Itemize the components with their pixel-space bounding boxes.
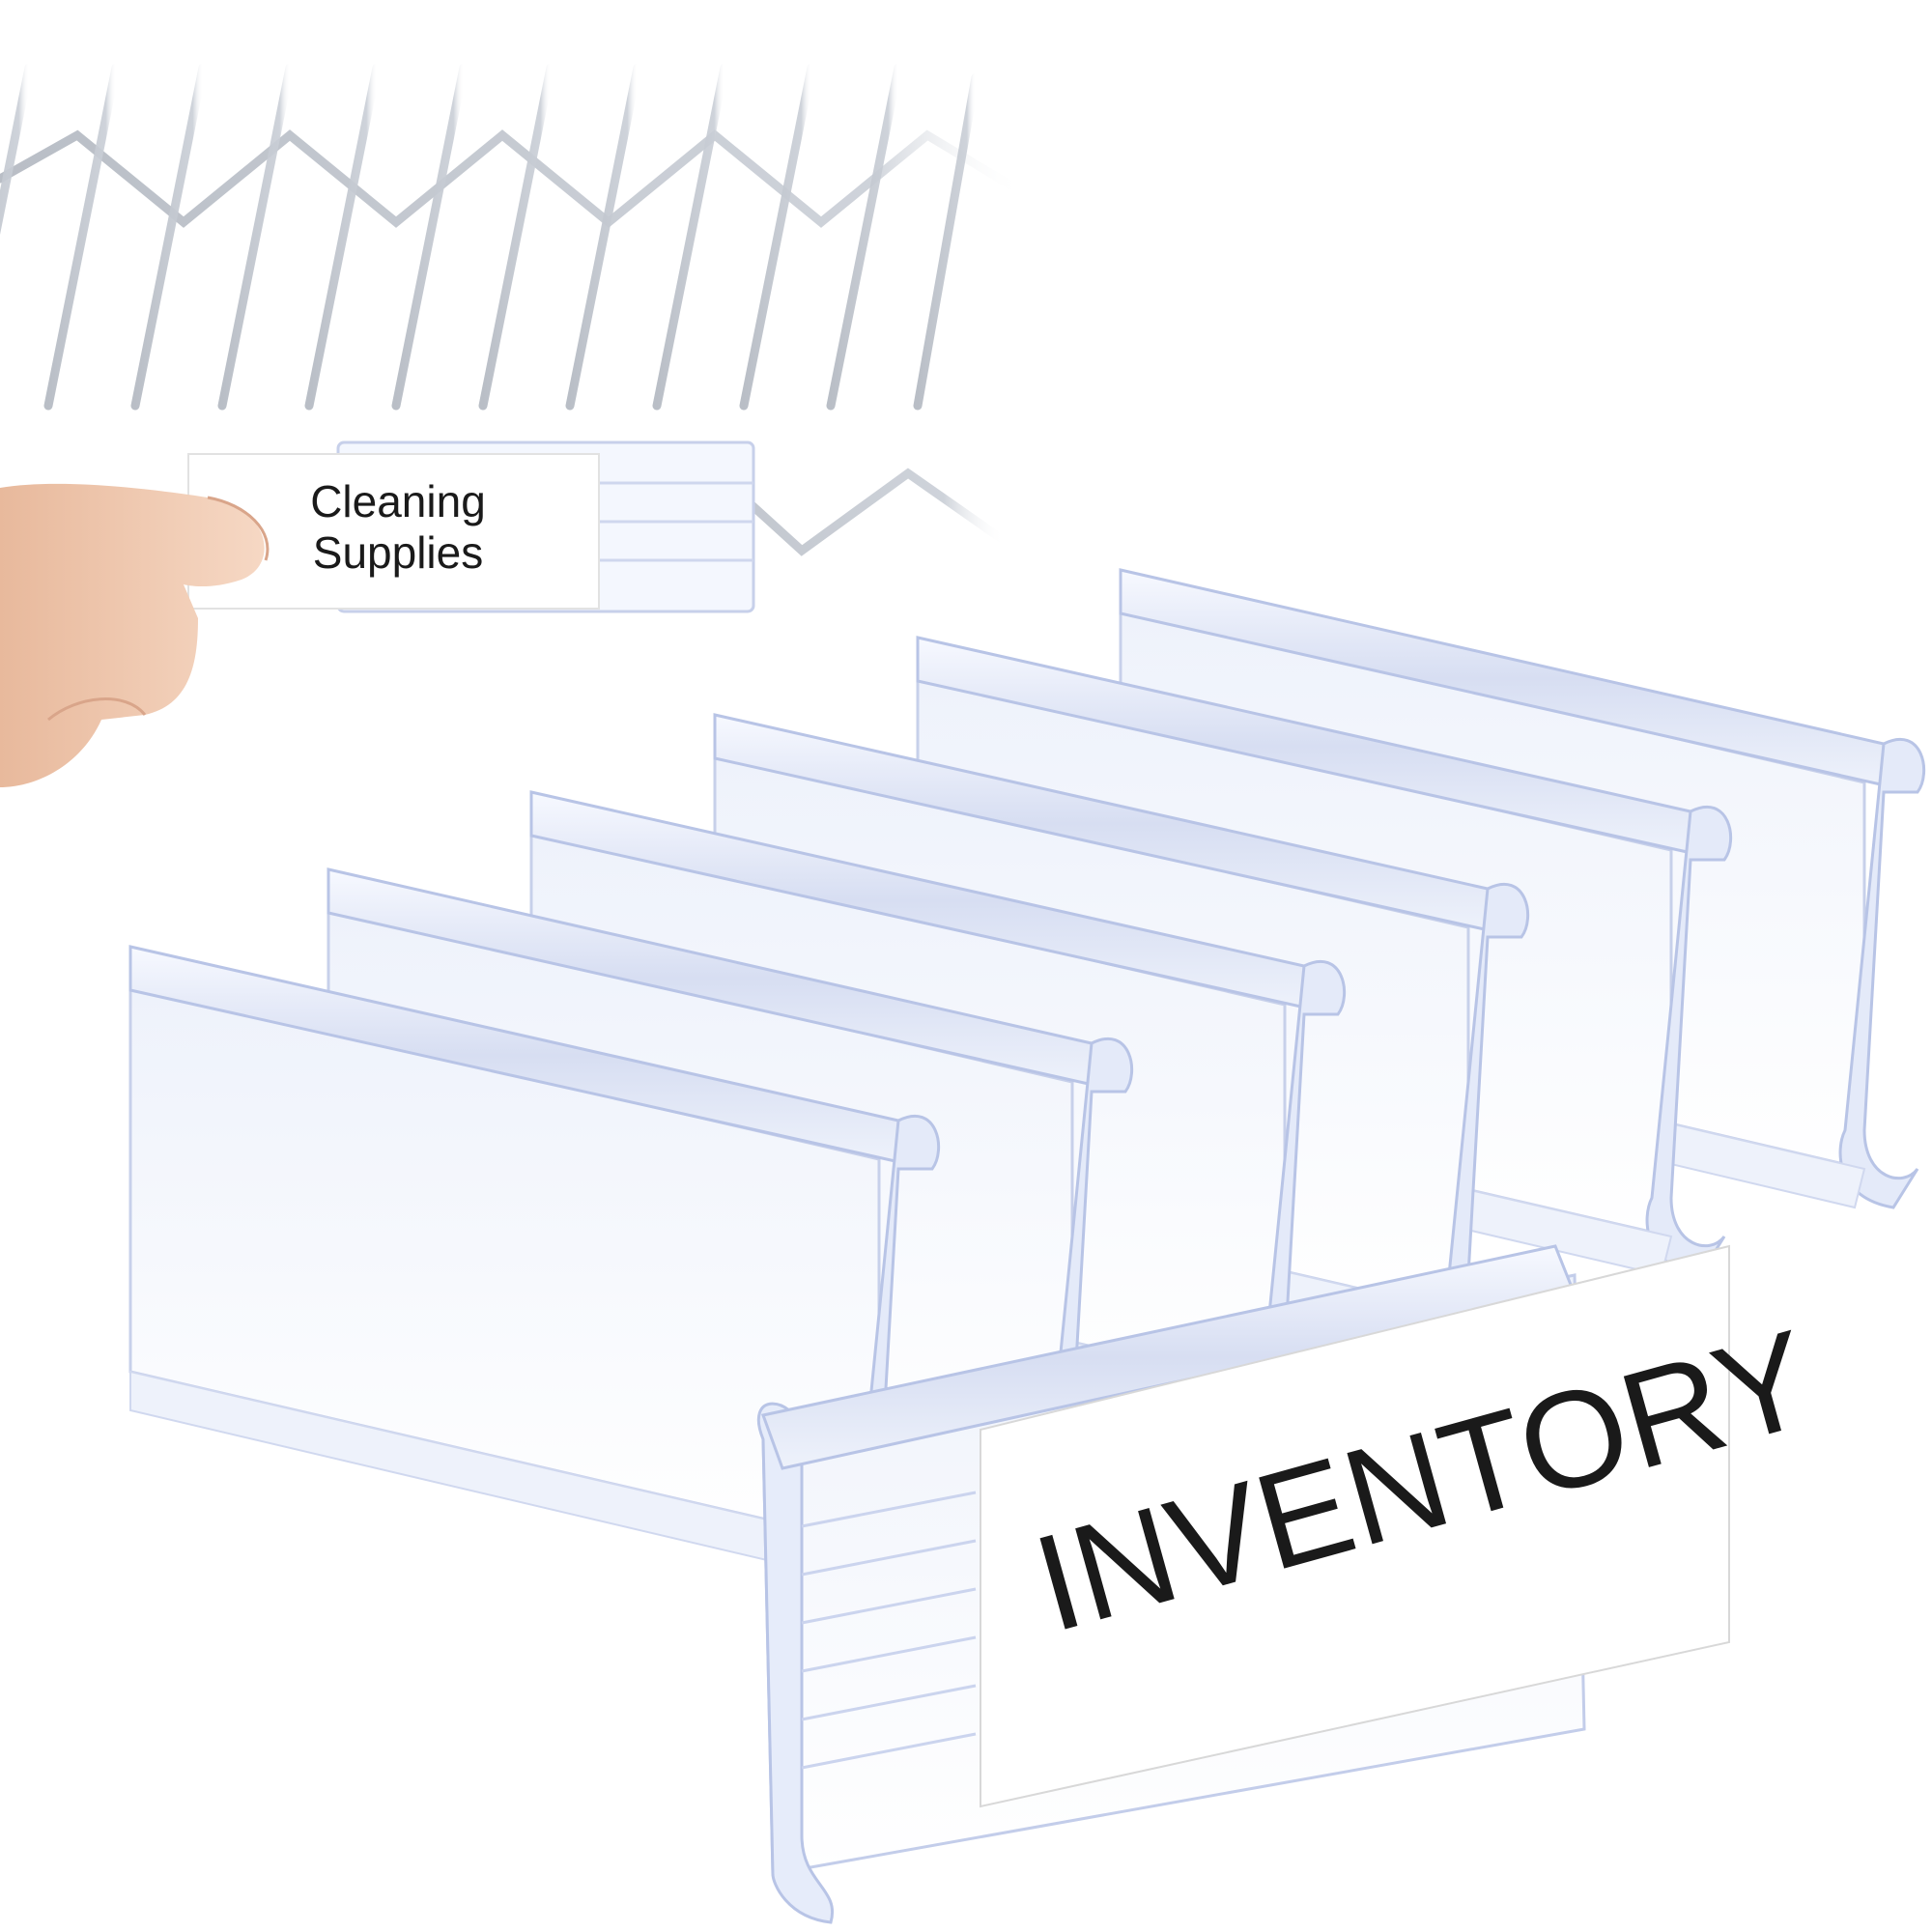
shelf-label-line1: Cleaning (310, 476, 486, 526)
label-holder (128, 945, 941, 1586)
hand-image (0, 483, 270, 787)
shelf-label-line2: Supplies (313, 527, 483, 578)
label-holders (128, 568, 1926, 1586)
